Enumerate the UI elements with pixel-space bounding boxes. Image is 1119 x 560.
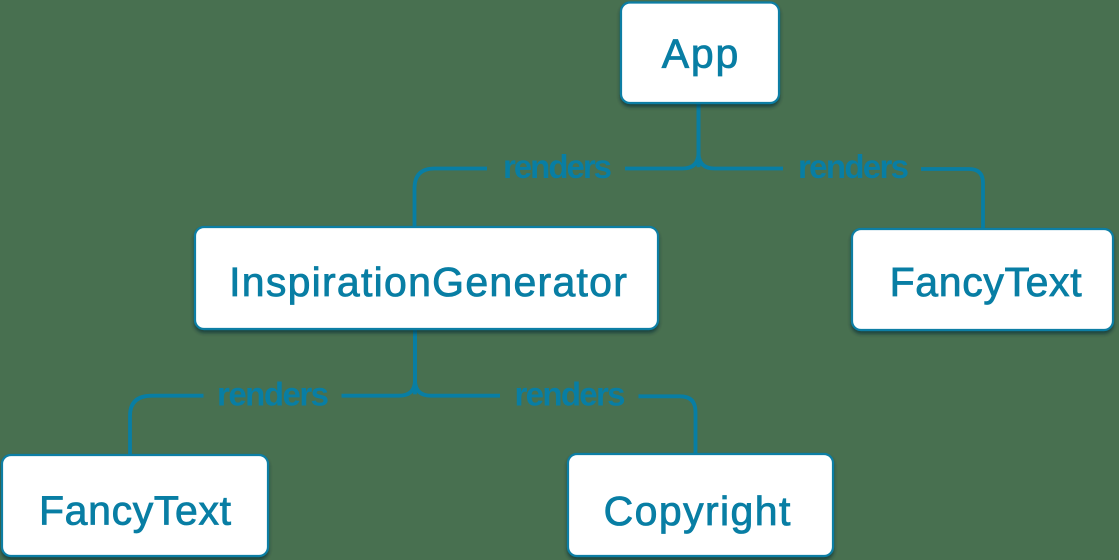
svg-text:FancyText: FancyText xyxy=(39,488,232,534)
svg-text:App: App xyxy=(662,30,739,76)
svg-text:InspirationGenerator: InspirationGenerator xyxy=(229,259,627,305)
svg-text:renders: renders xyxy=(217,375,329,412)
svg-text:FancyText: FancyText xyxy=(890,259,1083,305)
svg-text:renders: renders xyxy=(515,375,626,412)
svg-text:renders: renders xyxy=(798,148,909,185)
svg-text:Copyright: Copyright xyxy=(604,488,791,534)
svg-text:renders: renders xyxy=(503,148,612,185)
